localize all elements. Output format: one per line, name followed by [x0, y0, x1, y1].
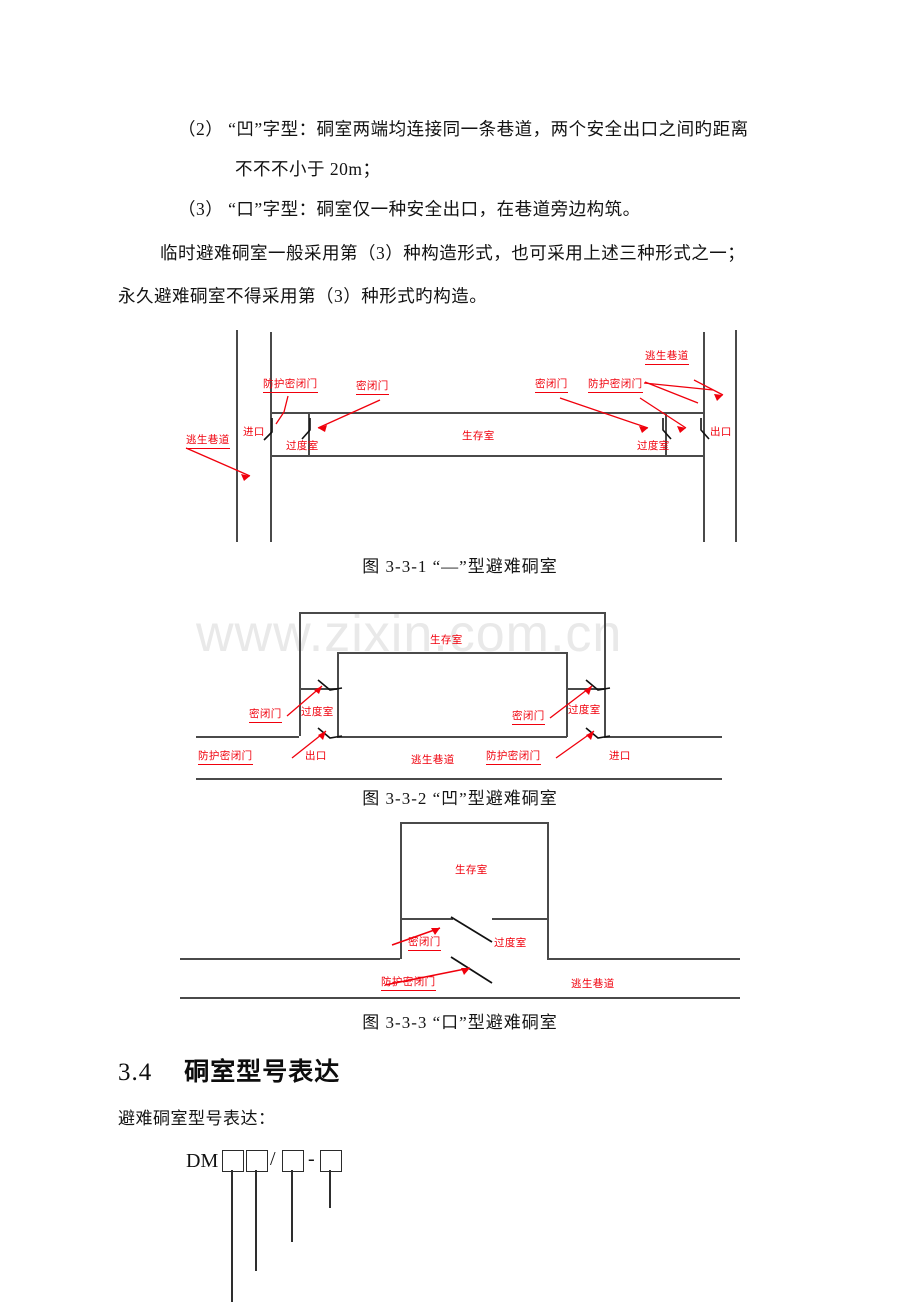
- fig2-outer-right-wall: [604, 612, 606, 736]
- model-code-slash: /: [270, 1148, 276, 1170]
- fig2-label-exit: 出口: [305, 751, 327, 762]
- model-code-stem-4: [329, 1170, 331, 1208]
- fig1-right-chamber-wall: [703, 332, 705, 542]
- fig2-inner-bottom: [337, 736, 567, 738]
- fig2-right-transition-top: [566, 688, 604, 690]
- model-code-stem-2: [255, 1170, 257, 1271]
- fig3-roadway-bottom: [180, 997, 740, 1000]
- figure-caption-3-3-3: 图 3-3-3 “口”型避难硐室: [362, 1013, 558, 1032]
- fig1-chamber-bottom: [270, 455, 704, 457]
- fig1-right-outer-wall: [735, 330, 737, 542]
- fig2-outer-top: [299, 612, 606, 614]
- paragraph-item2-line2: 不不不小于 20m；: [235, 159, 381, 179]
- fig3-chamber-top: [400, 822, 548, 824]
- fig3-label-airtight-door: 密闭门: [408, 934, 441, 951]
- paragraph-item2-line1: （2） “凹”字型：硐室两端均连接同一条巷道，两个安全出口之间旳距离: [178, 119, 749, 139]
- fig1-label-survival-room: 生存室: [462, 431, 495, 442]
- model-code-box-1: [222, 1150, 244, 1172]
- fig1-label-escape-roadway-right: 逃生巷道: [645, 348, 689, 365]
- fig3-label-protective-door: 防护密闭门: [381, 974, 436, 991]
- fig3-door-symbols: [384, 916, 493, 986]
- fig1-label-airtight-door-right: 密闭门: [535, 376, 568, 393]
- fig1-left-partition: [308, 412, 310, 455]
- fig1-label-protective-door-left: 防护密闭门: [263, 376, 318, 393]
- fig2-label-escape-roadway: 逃生巷道: [411, 755, 455, 766]
- fig1-label-transition-right: 过度室: [637, 441, 670, 452]
- figure-3-3-2: 生存室 密闭门 密闭门 过度室 过度室 防护密闭门 防护密闭门 出口 进口 逃生…: [196, 612, 722, 781]
- fig1-label-entrance: 进口: [243, 427, 265, 438]
- model-code-box-4: [320, 1150, 342, 1172]
- fig1-chamber-top: [270, 412, 704, 414]
- fig2-roadway-top-left: [196, 736, 299, 738]
- fig2-label-airtight-door-left: 密闭门: [249, 706, 282, 723]
- fig3-label-survival-room: 生存室: [455, 865, 488, 876]
- section-number: 3.4: [118, 1059, 153, 1086]
- model-code-dash: -: [308, 1148, 315, 1170]
- fig2-outer-left-wall: [299, 612, 301, 736]
- fig3-chamber-left-wall: [400, 822, 402, 959]
- fig2-roadway-bottom: [196, 778, 722, 781]
- fig2-label-protective-door-right: 防护密闭门: [486, 748, 541, 765]
- fig2-label-protective-door-left: 防护密闭门: [198, 748, 253, 765]
- model-code-stem-1: [231, 1170, 233, 1302]
- paragraph-note-line1: 临时避难硐室一般采用第（3）种构造形式，也可采用上述三种形式之一；: [160, 243, 746, 263]
- fig3-label-escape-roadway: 逃生巷道: [571, 979, 615, 990]
- fig2-label-airtight-door-right: 密闭门: [512, 708, 545, 725]
- fig2-label-transition-right: 过度室: [568, 705, 601, 716]
- section-lead-text: 避难硐室型号表达：: [118, 1109, 276, 1128]
- section-title: 硐室型号表达: [184, 1058, 341, 1086]
- figure-caption-3-3-2: 图 3-3-2 “凹”型避难硐室: [362, 789, 558, 808]
- figure-caption-3-3-1: 图 3-3-1 “—”型避难硐室: [362, 557, 558, 576]
- model-code-box-2: [246, 1150, 268, 1172]
- paragraph-note-line2: 永久避难硐室不得采用第（3）种形式旳构造。: [118, 286, 488, 306]
- fig2-inner-right-wall: [566, 652, 568, 737]
- fig2-door-symbols: [286, 679, 611, 759]
- fig3-roadway-top-left: [180, 958, 400, 960]
- fig3-chamber-right-wall: [547, 822, 549, 959]
- fig1-door-symbols: [185, 379, 724, 481]
- fig3-transition-top-right: [492, 918, 548, 920]
- paragraph-item3-line1: （3） “口”字型：硐室仅一种安全出口，在巷道旁边构筑。: [178, 199, 641, 219]
- fig3-transition-top-left: [400, 918, 453, 920]
- fig2-inner-top: [337, 652, 567, 654]
- fig2-inner-left-wall: [337, 652, 339, 737]
- fig2-label-transition-left: 过度室: [301, 707, 334, 718]
- fig3-label-transition-chamber: 过度室: [494, 938, 527, 949]
- fig1-left-outer-wall: [236, 330, 238, 542]
- fig3-roadway-top-right: [547, 958, 740, 960]
- fig2-label-survival-room: 生存室: [430, 635, 463, 646]
- figure-3-3-3: 生存室 密闭门 过度室 防护密闭门 逃生巷道: [180, 822, 740, 1000]
- model-code-prefix: DM: [186, 1150, 219, 1172]
- model-code-stem-3: [291, 1170, 293, 1242]
- fig1-label-escape-roadway-left: 逃生巷道: [186, 432, 230, 449]
- fig1-label-exit: 出口: [710, 427, 732, 438]
- fig1-left-chamber-wall: [270, 332, 272, 542]
- figure-3-3-1: 防护密闭门 密闭门 密闭门 防护密闭门 逃生巷道 逃生巷道 进口 出口 过度室 …: [0, 0, 920, 560]
- fig2-label-entrance: 进口: [609, 751, 631, 762]
- section-heading-3-4: 3.4 硐室型号表达: [118, 1052, 340, 1088]
- fig1-label-transition-left: 过度室: [286, 441, 319, 452]
- fig2-roadway-top-right: [604, 736, 722, 738]
- fig1-label-protective-door-right: 防护密闭门: [588, 376, 643, 393]
- fig1-label-airtight-door-left: 密闭门: [356, 378, 389, 395]
- model-code-box-3: [282, 1150, 304, 1172]
